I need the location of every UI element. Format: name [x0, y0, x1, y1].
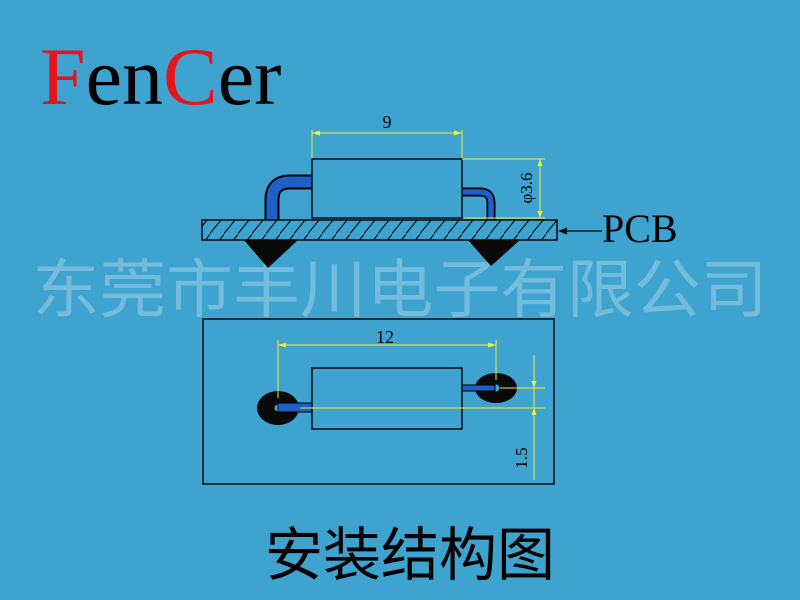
logo-letters-er: er	[218, 31, 282, 122]
top-view-frame	[202, 318, 555, 485]
left-solder-joint	[244, 240, 298, 268]
logo-letters-en: en	[86, 31, 163, 122]
top-view: 12 1.5	[202, 318, 555, 485]
right-lead-top	[461, 384, 496, 392]
right-lead	[460, 189, 494, 246]
logo-letter-f: F	[40, 31, 86, 122]
width-dim-arrow-left	[312, 130, 320, 136]
left-lead	[266, 176, 313, 246]
component-body-side	[311, 158, 463, 219]
offset-dim-label: 1.5	[512, 447, 531, 468]
width-dim-label: 9	[383, 112, 392, 132]
diameter-dim-arrow-bottom	[537, 211, 543, 218]
company-watermark: 东莞市丰川电子有限公司	[33, 254, 768, 328]
diagram-caption: 安装结构图	[265, 521, 555, 589]
width-dim-arrow-right	[454, 130, 462, 136]
right-solder-joint	[468, 240, 520, 266]
pcb-label: PCB	[602, 206, 678, 251]
pitch-dim-arrow-left	[278, 342, 286, 348]
brand-logo: FenCer	[40, 31, 281, 122]
diameter-dim-label: φ3.6	[517, 172, 536, 203]
pcb-hatching	[202, 220, 557, 240]
pitch-dim-arrow-right	[488, 342, 496, 348]
side-view: 9 φ3.6 PCB	[201, 112, 678, 268]
logo-letter-c: C	[163, 31, 218, 122]
pitch-dim-label: 12	[376, 327, 394, 347]
diameter-dim-arrow-top	[537, 159, 543, 166]
offset-dim-arrow-top	[531, 381, 537, 388]
offset-dim-arrow-bottom	[531, 408, 537, 415]
component-body-top	[311, 367, 463, 430]
pcb-label-arrow	[558, 227, 567, 235]
